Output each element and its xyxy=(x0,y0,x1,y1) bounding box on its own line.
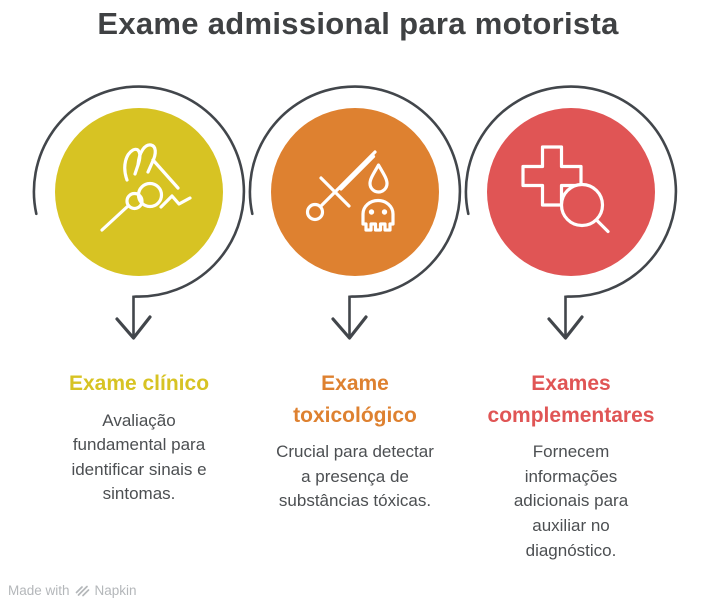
item-heading: Exame clínico xyxy=(68,372,210,395)
color-bubble xyxy=(271,108,439,276)
toxicology-exam-graphic xyxy=(248,85,462,340)
napkin-brand-label: Napkin xyxy=(94,583,137,598)
column-exames-complementares: Exames complementares Fornecem informaçõ… xyxy=(463,80,679,563)
made-with-napkin-link[interactable]: Made with Napkin xyxy=(8,583,137,598)
item-description: Fornecem informações adicionais para aux… xyxy=(513,442,629,560)
hand-holding-needle-icon xyxy=(100,143,192,232)
column-exame-toxicologico: Exame toxicológico Crucial para detectar… xyxy=(247,80,463,563)
made-with-label: Made with xyxy=(8,583,70,598)
circle-arc xyxy=(464,85,678,339)
sword-poison-skull-icon xyxy=(305,150,395,232)
napkin-logo-icon xyxy=(75,585,89,596)
column-exame-clinico: Exame clínico Avaliação fundamental para… xyxy=(31,80,247,563)
circle-arc xyxy=(32,85,246,339)
item-heading: Exames complementares xyxy=(487,372,655,427)
item-description: Avaliação fundamental para identificar s… xyxy=(71,410,207,504)
clinical-exam-graphic xyxy=(32,85,246,340)
down-arrow-icon xyxy=(115,315,152,340)
down-arrow-icon xyxy=(331,315,368,340)
item-description: Crucial para detectar a presença de subs… xyxy=(276,442,434,511)
complementary-exams-graphic xyxy=(464,85,678,340)
item-heading: Exame toxicológico xyxy=(293,372,417,427)
page-title: Exame admissional para motorista xyxy=(97,6,619,41)
down-arrow-icon xyxy=(547,315,584,340)
columns-row: Exame clínico Avaliação fundamental para… xyxy=(0,80,716,563)
medical-cross-magnifier-icon xyxy=(521,145,610,234)
circle-arc xyxy=(248,85,462,339)
